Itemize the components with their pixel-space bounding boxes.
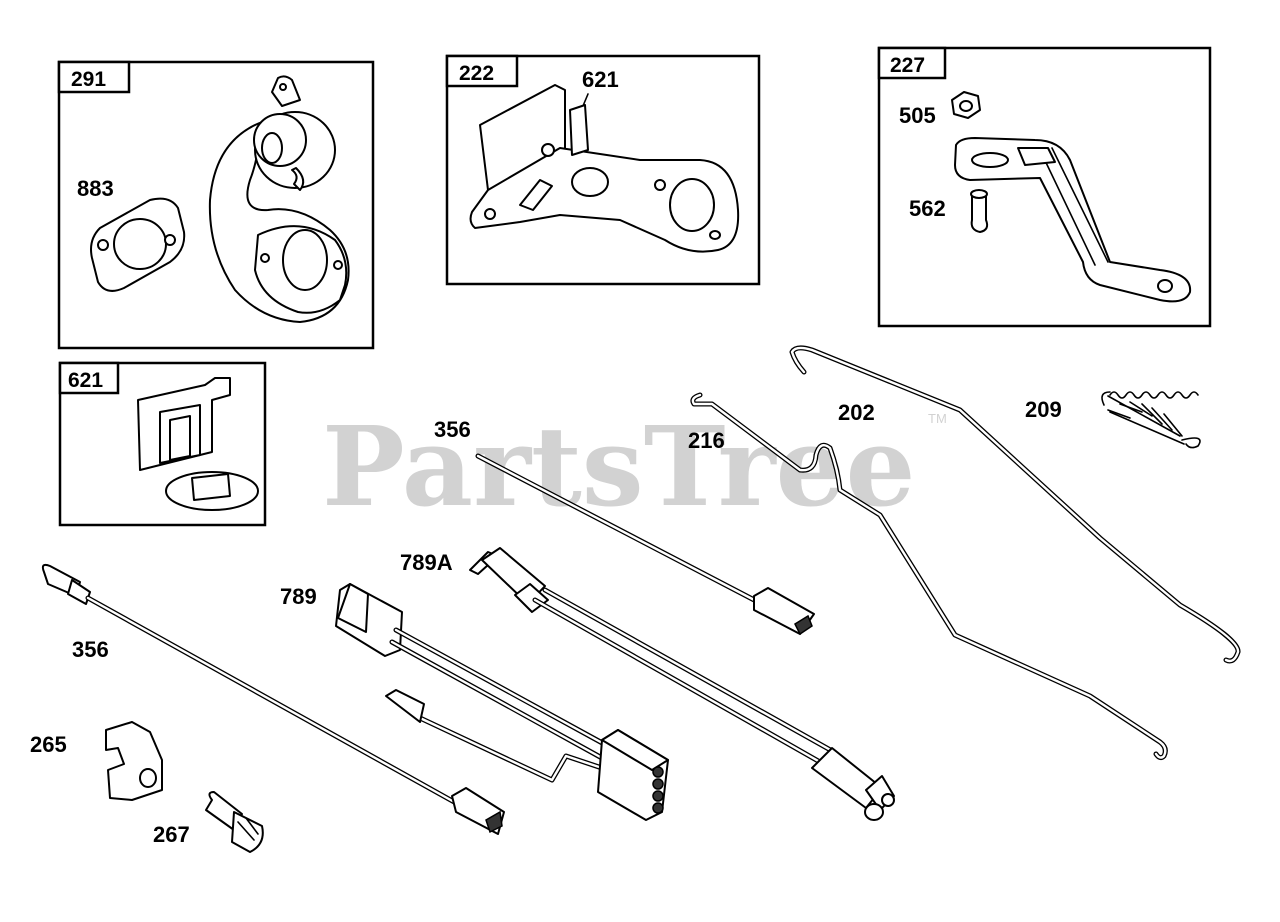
callout-505: 505 — [899, 103, 936, 128]
callout-216: 216 — [688, 428, 725, 453]
box-222-tab — [445, 54, 519, 88]
box-227-label: 227 — [890, 54, 925, 77]
spring-209[interactable] — [1101, 391, 1201, 449]
callout-562: 562 — [909, 196, 946, 221]
box-621[interactable]: 621 — [58, 361, 267, 527]
watermark-text: PartsTree — [322, 402, 916, 531]
choke-assembly-291[interactable] — [208, 75, 350, 323]
wire-harness-789[interactable] — [335, 583, 669, 821]
throttle-lever-227[interactable] — [954, 137, 1192, 303]
bracket-265[interactable] — [105, 721, 163, 801]
box-291-label: 291 — [71, 68, 106, 91]
box-227-frame — [877, 46, 1212, 328]
callout-267: 267 — [153, 822, 190, 847]
watermark: PartsTree TM — [322, 402, 947, 531]
ground-wire-356-top[interactable] — [475, 453, 815, 636]
callout-356-top: 356 — [434, 417, 471, 442]
screw-562[interactable] — [970, 189, 989, 233]
callout-883: 883 — [77, 176, 114, 201]
callout-265: 265 — [30, 732, 67, 757]
box-621-label: 621 — [68, 369, 103, 392]
governor-control-bracket-222[interactable] — [469, 84, 740, 253]
box-291-frame — [57, 60, 375, 350]
callout-356-left: 356 — [72, 637, 109, 662]
box-222-frame — [445, 54, 761, 286]
throttle-link-202[interactable] — [789, 345, 1241, 664]
watermark-trademark: TM — [928, 411, 947, 426]
ground-wire-356-left[interactable] — [41, 563, 505, 835]
stop-switch-621[interactable] — [137, 377, 231, 471]
switch-grommet-621[interactable] — [165, 471, 259, 511]
box-227[interactable]: 227 505 562 — [877, 46, 1212, 328]
callout-789A: 789A — [400, 550, 453, 575]
gasket-883[interactable] — [90, 197, 186, 292]
nut-505[interactable] — [951, 91, 981, 119]
box-621-frame — [58, 361, 267, 527]
callout-621-inner: 621 — [582, 67, 619, 92]
box-222-label: 222 — [459, 62, 494, 85]
callout-789: 789 — [280, 584, 317, 609]
box-621-tab — [58, 361, 120, 395]
box-291[interactable]: 291 883 — [57, 60, 375, 350]
box-222[interactable]: 222 621 — [445, 54, 761, 286]
callout-209: 209 — [1025, 397, 1062, 422]
governor-link-216[interactable] — [690, 392, 1168, 761]
wire-harness-789A[interactable] — [469, 547, 895, 821]
callout-202: 202 — [838, 400, 875, 425]
box-227-tab — [877, 46, 947, 80]
box-291-tab — [57, 60, 131, 94]
screw-267[interactable] — [205, 791, 264, 853]
